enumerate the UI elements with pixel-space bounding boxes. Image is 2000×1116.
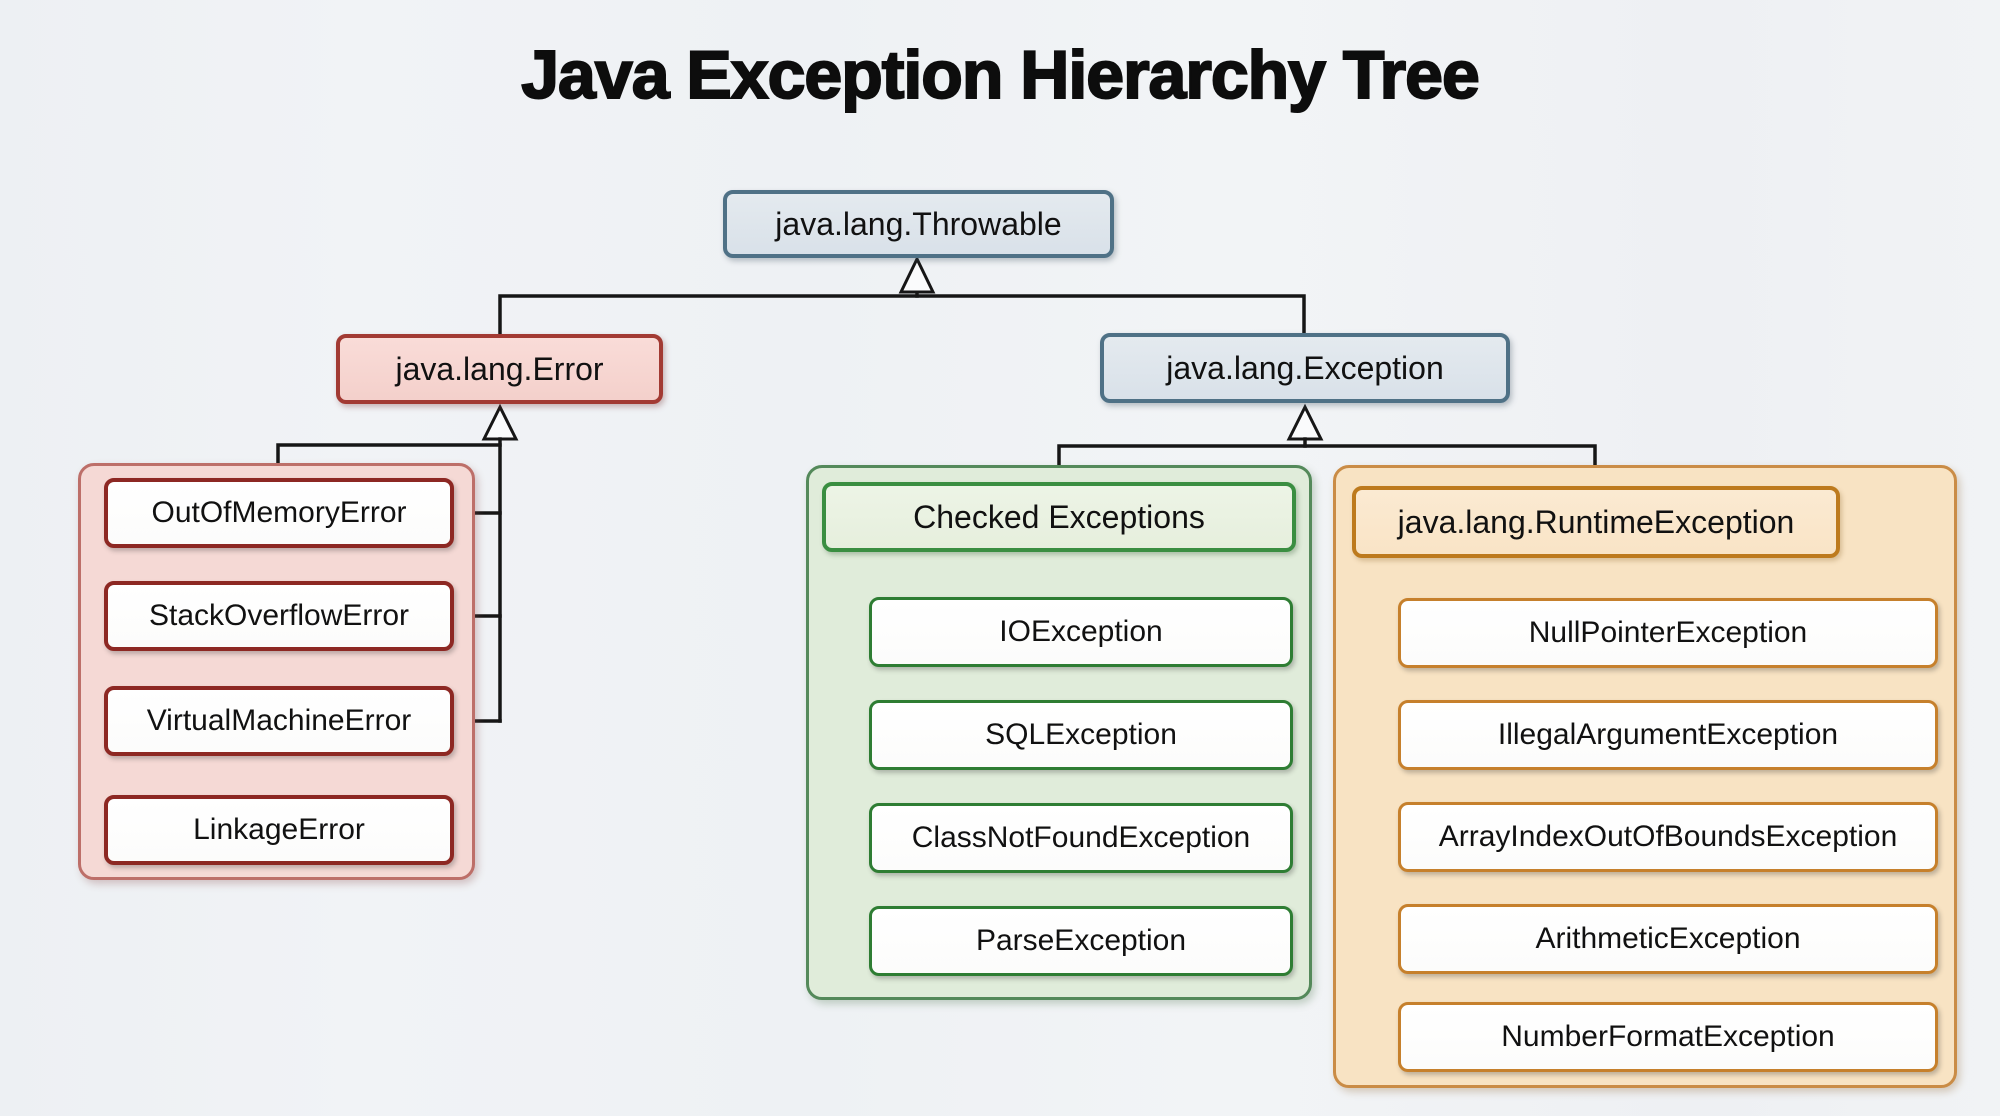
runtime-group-container (1333, 465, 1957, 1088)
throwable-children-connector (498, 294, 1306, 338)
node-outofmemoryerror: OutOfMemoryError (104, 478, 454, 548)
node-label: LinkageError (193, 813, 365, 846)
node-stackoverflowerror: StackOverflowError (104, 581, 454, 651)
node-label: IllegalArgumentException (1497, 718, 1839, 751)
node-label: VirtualMachineError (146, 704, 412, 737)
node-exception: java.lang.Exception (1100, 333, 1510, 403)
checked-exceptions-header: Checked Exceptions (822, 482, 1296, 552)
node-label: StackOverflowError (148, 599, 410, 632)
node-throwable-label: java.lang.Throwable (775, 205, 1062, 242)
node-label: ClassNotFoundException (911, 821, 1251, 854)
node-nullpointerexception: NullPointerException (1398, 598, 1938, 668)
node-ioexception: IOException (869, 597, 1293, 667)
node-label: ArithmeticException (1535, 922, 1801, 955)
runtime-exception-header: java.lang.RuntimeException (1352, 486, 1840, 558)
header-label: java.lang.RuntimeException (1397, 503, 1795, 540)
node-label: NumberFormatException (1501, 1020, 1835, 1053)
node-sqlexception: SQLException (869, 700, 1293, 770)
node-virtualmachineerror: VirtualMachineError (104, 686, 454, 756)
node-label: IOException (999, 615, 1163, 648)
node-label: OutOfMemoryError (151, 496, 407, 529)
node-label: ArrayIndexOutOfBoundsException (1438, 820, 1898, 853)
node-arrayindexoutofboundsexception: ArrayIndexOutOfBoundsException (1398, 802, 1938, 872)
node-numberformatexception: NumberFormatException (1398, 1002, 1938, 1072)
node-label: NullPointerException (1528, 616, 1808, 649)
node-error: java.lang.Error (336, 334, 663, 404)
inheritance-arrow-icon (481, 403, 519, 441)
node-classnotfoundexception: ClassNotFoundException (869, 803, 1293, 873)
node-label: ParseException (975, 924, 1187, 957)
header-label: Checked Exceptions (913, 498, 1205, 535)
node-linkageerror: LinkageError (104, 795, 454, 865)
node-illegalargumentexception: IllegalArgumentException (1398, 700, 1938, 770)
node-exception-label: java.lang.Exception (1166, 349, 1444, 386)
node-arithmeticexception: ArithmeticException (1398, 904, 1938, 974)
page-title: Java Exception Hierarchy Tree (520, 36, 1481, 114)
node-throwable: java.lang.Throwable (723, 190, 1114, 258)
node-error-label: java.lang.Error (395, 350, 604, 387)
node-parseexception: ParseException (869, 906, 1293, 976)
inheritance-arrow-icon (898, 255, 936, 294)
node-label: SQLException (985, 718, 1177, 751)
inheritance-arrow-icon (1286, 403, 1324, 441)
